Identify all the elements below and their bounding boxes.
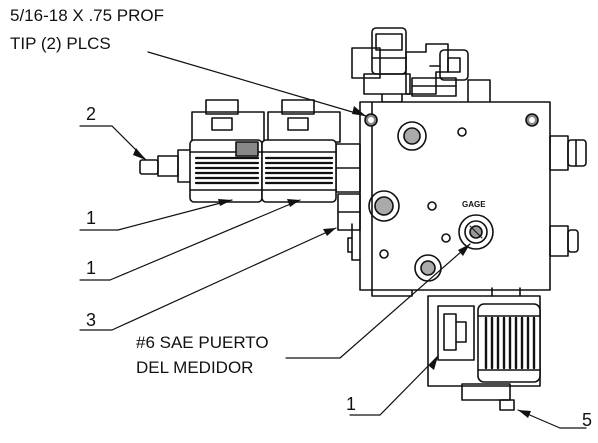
item-number-1-upper: 1 bbox=[86, 208, 97, 228]
top-fitting-right bbox=[405, 43, 491, 105]
arrowheads bbox=[133, 106, 531, 418]
callout-gauge-port-line1: #6 SAE PUERTO bbox=[136, 333, 269, 352]
gage-marking: GAGE bbox=[462, 200, 486, 209]
callout-tapped-hole-line1: 5/16-18 X .75 PROF bbox=[10, 6, 165, 25]
leader-item-3 bbox=[111, 227, 337, 331]
leader-tapped-hole bbox=[147, 51, 367, 117]
left-port-fitting bbox=[335, 143, 361, 231]
callout-tapped-hole-line2: TIP (2) PLCS bbox=[10, 34, 111, 53]
right-fitting-upper bbox=[549, 135, 587, 171]
item-number-3: 3 bbox=[86, 310, 97, 330]
manifold-block bbox=[347, 101, 551, 297]
left-solenoid-valve bbox=[139, 99, 341, 203]
leader-item-1-bottom bbox=[379, 355, 439, 416]
item-number-1-bottom: 1 bbox=[346, 394, 357, 414]
callout-gauge-port-line2: DEL MEDIDOR bbox=[136, 358, 254, 377]
leader-item-1-upper bbox=[117, 199, 233, 231]
leader-item-1-lower bbox=[109, 199, 301, 281]
arrow-tapped-hole bbox=[352, 106, 366, 116]
coil-ribs-bottom bbox=[484, 316, 536, 370]
item-number-2: 2 bbox=[86, 104, 97, 124]
item-number-1-lower: 1 bbox=[86, 258, 97, 278]
leader-gauge-port bbox=[339, 243, 471, 359]
top-fitting-left bbox=[351, 27, 411, 103]
right-fitting-lower bbox=[549, 225, 579, 257]
leader-lines bbox=[79, 51, 587, 429]
coil-ribs-left bbox=[194, 156, 334, 185]
item-number-5: 5 bbox=[582, 410, 593, 430]
